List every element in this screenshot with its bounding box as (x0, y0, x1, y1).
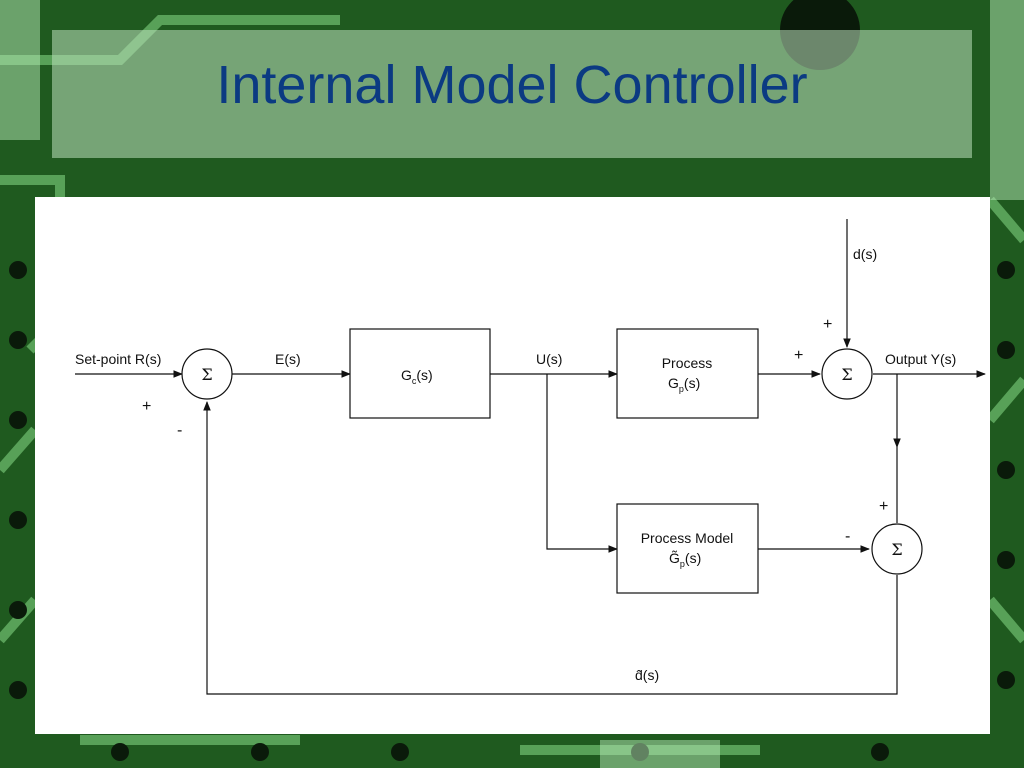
sum2-symbol: Σ (841, 365, 852, 384)
sum3-symbol: Σ (891, 540, 902, 559)
sum1-minus-sign: - (177, 422, 182, 439)
sum2-top-plus-sign: + (823, 316, 832, 333)
summing-junction-1 (181, 348, 233, 400)
sum3-left-minus-sign: - (845, 528, 850, 545)
controller-block (349, 328, 491, 419)
title-band (52, 30, 972, 158)
process-label: Process (662, 355, 713, 371)
sum1-plus-sign: + (142, 398, 151, 415)
disturbance-label: d(s) (853, 246, 877, 262)
process-function-label: Gp(s) (668, 375, 700, 394)
imc-block-diagram: Σ Σ Σ Gc(s) Process Gp(s) Process Model … (75, 219, 986, 695)
control-signal-label: U(s) (536, 351, 562, 367)
sum1-symbol: Σ (201, 365, 212, 384)
process-model-block (616, 503, 759, 594)
summing-junction-3 (871, 523, 923, 575)
process-model-function-label: G̃p(s) (669, 550, 701, 569)
model-input-line (546, 374, 618, 553)
disturbance-estimate-label: d̂(s) (635, 667, 659, 683)
diagram-panel: Σ Σ Σ Gc(s) Process Gp(s) Process Model … (35, 197, 990, 734)
setpoint-label: Set-point R(s) (75, 351, 161, 367)
summing-junction-2 (821, 348, 873, 400)
process-model-label: Process Model (641, 530, 734, 546)
sum2-left-plus-sign: + (794, 347, 803, 364)
error-label: E(s) (275, 351, 301, 367)
feedback-line (203, 401, 898, 695)
slide-title: Internal Model Controller (216, 55, 808, 115)
controller-label: Gc(s) (401, 367, 433, 386)
output-label: Output Y(s) (885, 351, 956, 367)
sum3-top-plus-sign: + (879, 498, 888, 515)
process-block (616, 328, 759, 419)
